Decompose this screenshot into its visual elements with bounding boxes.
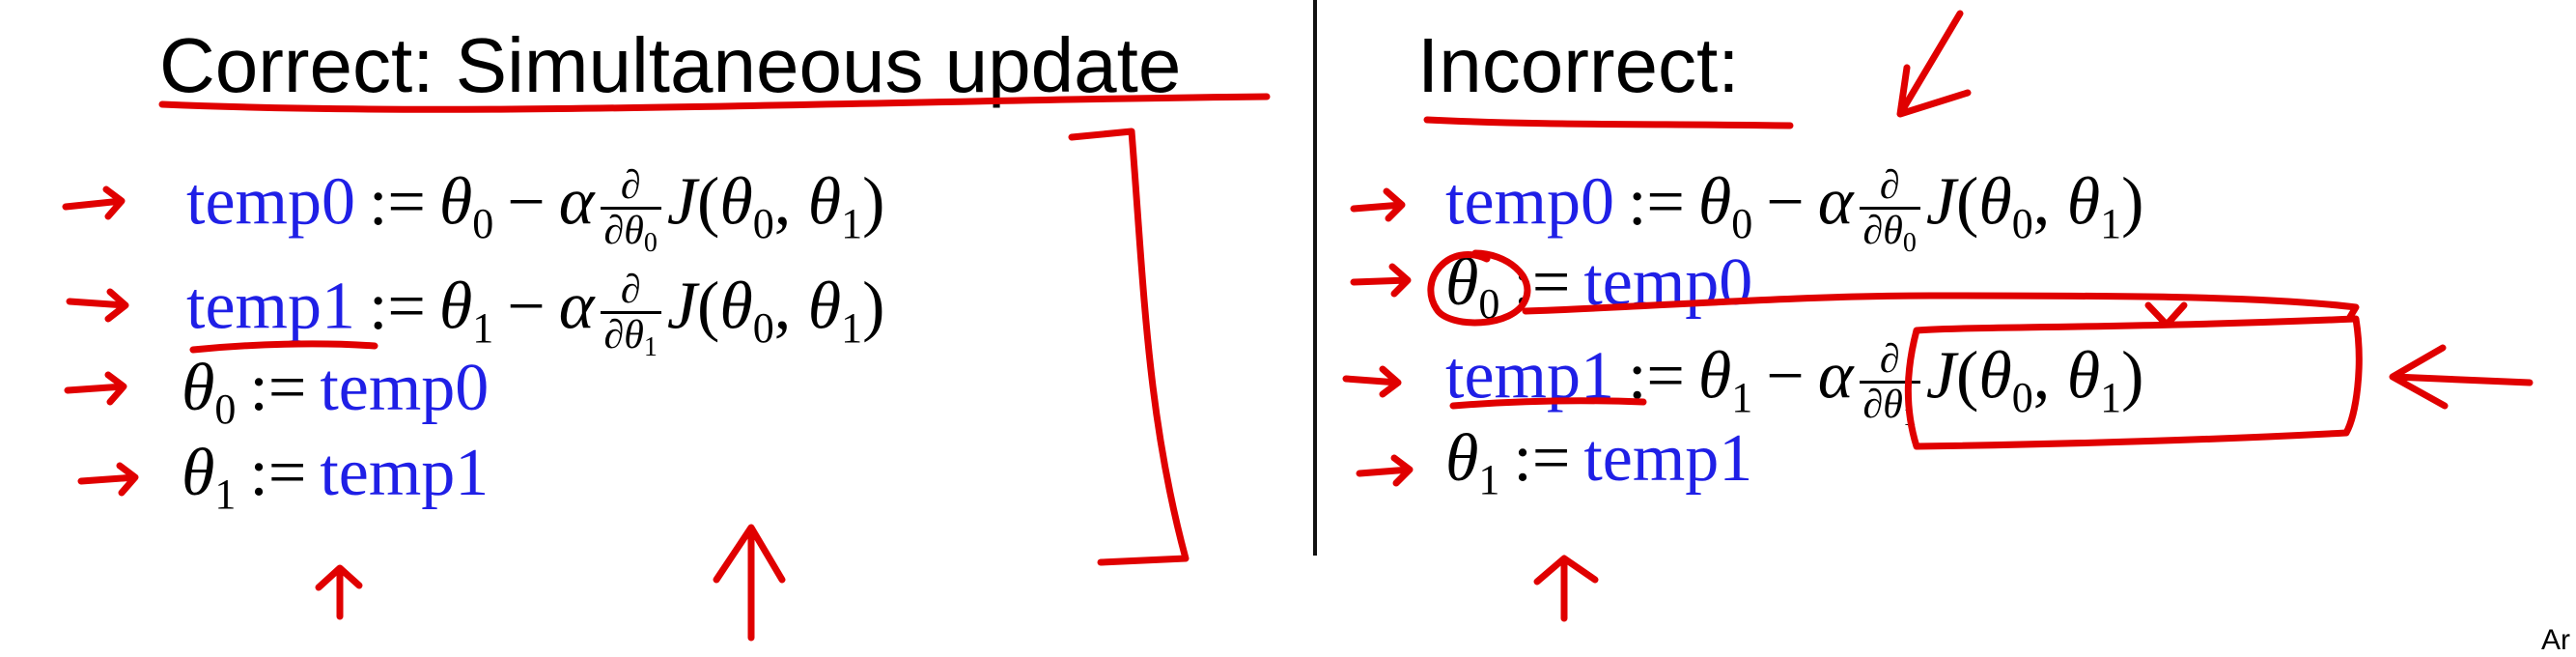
check-mark xyxy=(1896,10,1972,118)
var-temp1-ref: temp1 xyxy=(1583,421,1753,496)
right-arrow-4 xyxy=(1356,454,1414,487)
column-divider xyxy=(1313,0,1317,556)
attribution-text: Ar xyxy=(2541,624,2570,656)
correct-heading: Correct: Simultaneous update xyxy=(159,22,1182,108)
right-arrow-1 xyxy=(1350,187,1406,222)
left-arrow-2 xyxy=(66,288,129,323)
right-eq-theta0: θ0:=temp0 xyxy=(1445,245,1753,328)
var-temp0-ref: temp0 xyxy=(320,351,490,425)
incorrect-heading: Incorrect: xyxy=(1417,22,1740,108)
left-arrow-4 xyxy=(77,462,139,497)
left-bracket xyxy=(1068,128,1190,566)
right-arrow-3 xyxy=(1342,365,1402,398)
arrow-into-box xyxy=(2144,301,2188,328)
right-arrow-2 xyxy=(1350,263,1412,298)
up-arrow-2 xyxy=(713,524,786,642)
var-temp0-ref: temp0 xyxy=(1583,245,1753,320)
left-eq-theta0: θ0:=temp0 xyxy=(182,351,490,433)
right-eq-theta1: θ1:=temp1 xyxy=(1445,421,1753,503)
var-temp1: temp1 xyxy=(186,269,355,344)
var-temp0: temp0 xyxy=(186,164,355,240)
underline-incorrect-heading xyxy=(1423,116,1794,129)
left-arrow-1 xyxy=(62,186,126,220)
left-eq-theta1: θ1:=temp1 xyxy=(182,436,490,518)
up-arrow-3 xyxy=(1533,555,1599,622)
up-arrow-1 xyxy=(315,564,363,620)
left-pointing-arrow xyxy=(2389,344,2534,410)
var-temp0: temp0 xyxy=(1445,164,1614,240)
var-temp1: temp1 xyxy=(1445,338,1614,414)
var-temp1-ref: temp1 xyxy=(320,436,490,510)
left-arrow-3 xyxy=(64,371,127,406)
